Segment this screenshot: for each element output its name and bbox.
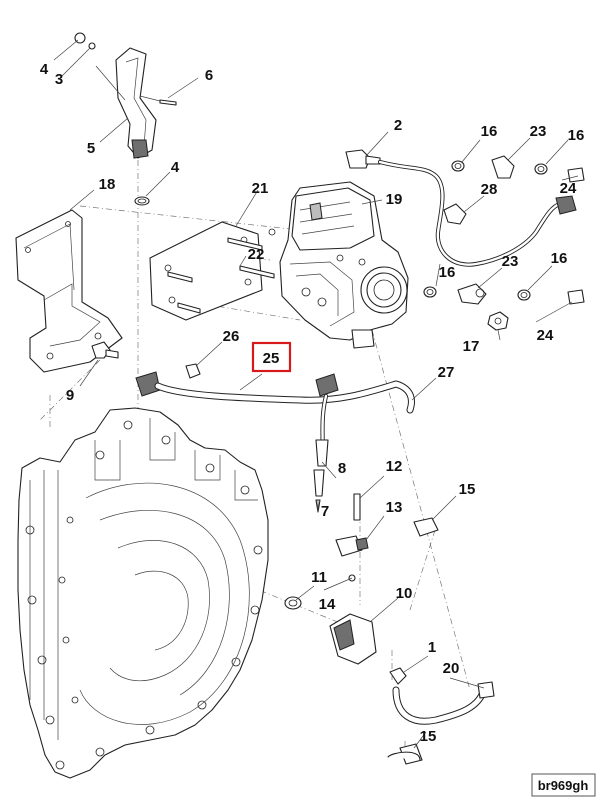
transmission-housing — [17, 407, 269, 779]
callout-7[interactable]: 7 — [321, 503, 329, 520]
callout-4-mid[interactable]: 4 — [171, 159, 180, 176]
callout-27[interactable]: 27 — [438, 364, 455, 381]
callout-16-d[interactable]: 16 — [439, 264, 456, 281]
reference-code-text: br969gh — [538, 778, 589, 793]
callout-21[interactable]: 21 — [252, 180, 269, 197]
callout-labels: 4 3 6 5 4 18 21 22 19 2 16 23 16 28 24 2… — [40, 61, 585, 745]
callout-25[interactable]: 25 — [263, 350, 280, 367]
callout-9[interactable]: 9 — [66, 387, 74, 404]
vacuum-pump — [279, 181, 409, 349]
callout-16-c[interactable]: 16 — [551, 250, 568, 267]
callout-22[interactable]: 22 — [248, 246, 265, 263]
callout-17[interactable]: 17 — [463, 338, 480, 355]
callout-16-a[interactable]: 16 — [481, 123, 498, 140]
coolant-hose — [387, 517, 495, 765]
hose-assembly — [91, 341, 415, 513]
callout-3[interactable]: 3 — [55, 71, 63, 88]
callout-13[interactable]: 13 — [386, 499, 403, 516]
callout-24-b[interactable]: 24 — [537, 327, 554, 344]
callout-2[interactable]: 2 — [394, 117, 402, 134]
callout-19[interactable]: 19 — [386, 191, 403, 208]
callout-23-a[interactable]: 23 — [530, 123, 547, 140]
reference-code: br969gh — [531, 773, 596, 797]
callout-8[interactable]: 8 — [338, 460, 346, 477]
callout-23-b[interactable]: 23 — [502, 253, 519, 270]
callout-6[interactable]: 6 — [205, 67, 213, 84]
mounting-plate — [149, 221, 263, 321]
callout-10[interactable]: 10 — [396, 585, 413, 602]
studs — [167, 228, 276, 314]
callout-18[interactable]: 18 — [99, 176, 116, 193]
callout-20[interactable]: 20 — [443, 660, 460, 677]
callout-1[interactable]: 1 — [428, 639, 436, 656]
callout-15-a[interactable]: 15 — [459, 481, 476, 498]
leader-lines — [53, 39, 579, 749]
callout-11[interactable]: 11 — [311, 569, 327, 586]
callout-28[interactable]: 28 — [481, 181, 498, 198]
vacuum-fittings — [345, 149, 585, 331]
callout-5[interactable]: 5 — [87, 140, 95, 157]
callout-4-top[interactable]: 4 — [40, 61, 49, 78]
highlight-box-25 — [251, 341, 292, 373]
callout-12[interactable]: 12 — [386, 458, 403, 475]
callout-15-b[interactable]: 15 — [420, 728, 437, 745]
callout-16-b[interactable]: 16 — [568, 127, 585, 144]
sensors — [284, 493, 377, 665]
callout-14[interactable]: 14 — [319, 596, 336, 613]
mounting-bracket — [15, 209, 123, 373]
support-arm — [74, 32, 177, 206]
callout-26[interactable]: 26 — [223, 328, 240, 345]
callout-24-a[interactable]: 24 — [560, 180, 577, 197]
